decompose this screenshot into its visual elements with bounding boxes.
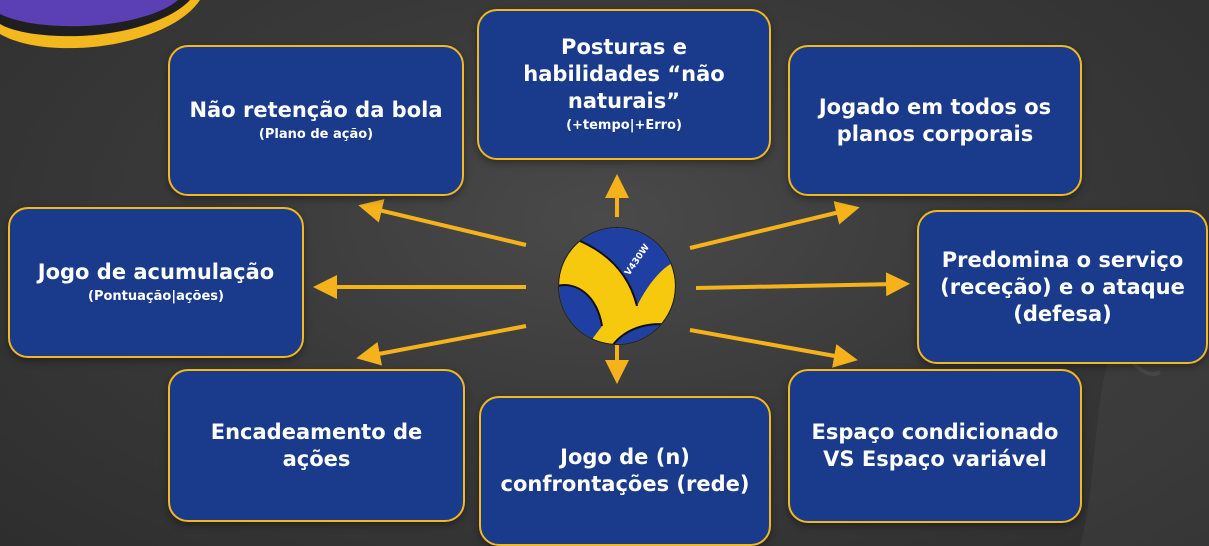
card-subtitle: (+tempo|+Erro) bbox=[566, 118, 682, 133]
card-title: Jogado em todos os planos corporais bbox=[818, 94, 1052, 146]
card-posturas: Posturas e habilidades “não naturais” (+… bbox=[477, 9, 771, 160]
card-encadeamento: Encadeamento de ações bbox=[168, 369, 465, 522]
arrow-top-right bbox=[689, 201, 860, 250]
arrow-bottom-left bbox=[356, 324, 527, 366]
card-subtitle: (Plano de ação) bbox=[258, 127, 374, 142]
card-title: Jogo de (n) confrontações (rede) bbox=[500, 445, 750, 496]
arrow-top-left bbox=[358, 199, 527, 247]
card-espaco: Espaço condicionado VS Espaço variável bbox=[788, 369, 1082, 523]
arrow-right bbox=[695, 272, 910, 297]
card-predomina-servico: Predomina o serviço (receção) e o ataque… bbox=[917, 210, 1208, 364]
volleyball-icon: V430W bbox=[558, 227, 676, 345]
card-subtitle: (Pontuação|ações) bbox=[88, 289, 224, 304]
card-nao-retencao: Não retenção da bola (Plano de ação) bbox=[168, 45, 464, 196]
card-planos-corporais: Jogado em todos os planos corporais bbox=[788, 45, 1082, 196]
card-title: Encadeamento de ações bbox=[210, 419, 423, 471]
card-jogo-acumulacao: Jogo de acumulação (Pontuação|ações) bbox=[8, 207, 304, 358]
decorative-corner-shape bbox=[0, 0, 200, 49]
card-title: Espaço condicionado VS Espaço variável bbox=[811, 420, 1059, 471]
arrow-bottom-right bbox=[689, 328, 858, 368]
card-title: Não retenção da bola bbox=[189, 98, 443, 122]
card-title: Jogo de acumulação bbox=[37, 260, 275, 284]
card-title: Posturas e habilidades “não naturais” bbox=[523, 35, 725, 113]
card-confrontacoes: Jogo de (n) confrontações (rede) bbox=[479, 396, 771, 546]
card-title: Predomina o serviço (receção) e o ataque… bbox=[940, 247, 1185, 326]
